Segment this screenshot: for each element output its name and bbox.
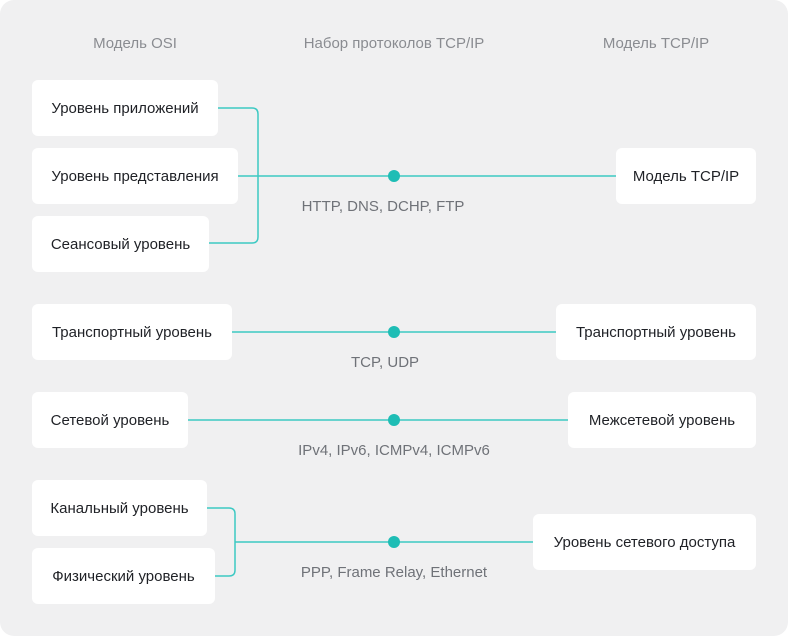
protocols-link: PPP, Frame Relay, Ethernet [300,564,488,581]
osi-layer-presentation: Уровень представления [32,148,238,204]
tcpip-layer-internet: Межсетевой уровень [568,392,756,448]
osi-layer-application: Уровень приложений [32,80,218,136]
header-protocol-suite: Набор протоколов TCP/IP [303,35,485,52]
osi-layer-data-link: Канальный уровень [32,480,207,536]
tcpip-layer-network-access: Уровень сетевого доступа [533,514,756,570]
osi-layer-transport: Транспортный уровень [32,304,232,360]
osi-layer-session: Сеансовый уровень [32,216,209,272]
connector-dot-link [388,536,400,548]
protocols-transport: TCP, UDP [350,354,420,371]
header-tcpip-model: Модель TCP/IP [602,35,710,52]
connector-dot-application [388,170,400,182]
osi-layer-physical: Физический уровень [32,548,215,604]
tcpip-layer-application: Модель TCP/IP [616,148,756,204]
connector-dot-transport [388,326,400,338]
osi-layer-network: Сетевой уровень [32,392,188,448]
protocols-application: HTTP, DNS, DCHP, FTP [301,198,465,215]
header-osi-model: Модель OSI [93,35,177,52]
protocols-network: IPv4, IPv6, ICMPv4, ICMPv6 [298,442,490,459]
connector-dot-network [388,414,400,426]
tcpip-layer-transport: Транспортный уровень [556,304,756,360]
